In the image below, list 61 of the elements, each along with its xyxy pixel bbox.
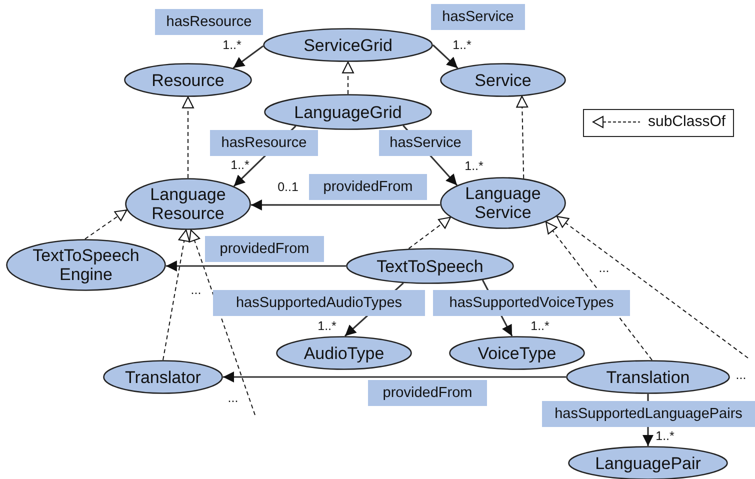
class-name: TextToSpeech Engine <box>32 246 140 284</box>
subclass-arrow <box>84 209 128 240</box>
class-name: Language Resource <box>149 185 227 223</box>
annotation-text: 1..* <box>656 429 674 443</box>
class-ellipse <box>440 177 566 229</box>
class-name: ServiceGrid <box>304 36 392 54</box>
class-name: Translation <box>606 368 690 386</box>
class-ellipse <box>566 360 730 394</box>
annotation-text: 1..* <box>230 158 250 172</box>
edge-label: hasService <box>431 4 525 30</box>
property-arrow <box>432 44 458 69</box>
annotation-text: ... <box>190 283 202 297</box>
annotation-text: 1..* <box>530 319 550 333</box>
class-ellipse <box>103 360 223 394</box>
subclass-arrow <box>162 229 190 360</box>
subclass-arrow <box>408 216 451 250</box>
annotation-text: 0..1 <box>278 180 298 194</box>
class-ellipse <box>6 239 166 291</box>
annotation-text: ... <box>228 391 238 405</box>
class-name: LanguagePair <box>595 454 701 472</box>
annotation-text: 1..* <box>452 38 472 52</box>
class-name: Service <box>474 70 532 90</box>
annotation-text: ... <box>736 368 746 382</box>
edge-label: hasSupportedLanguagePairs <box>542 401 755 427</box>
annotation-text: 1..* <box>464 159 484 173</box>
subclass-arrow <box>556 216 748 358</box>
property-arrow <box>223 372 566 382</box>
class-name: AudioType <box>304 344 384 362</box>
annotation-text: 1..* <box>222 38 242 52</box>
edge-label: hasResource <box>155 9 263 35</box>
legend-text: subClassOf <box>648 113 726 130</box>
class-ellipse <box>440 63 566 97</box>
class-ellipse <box>276 336 412 370</box>
edge-label: hasSupportedVoiceTypes <box>433 290 630 316</box>
class-ellipse <box>124 63 252 97</box>
class-ellipse <box>125 178 251 230</box>
subclass-arrow <box>182 96 194 178</box>
property-arrow <box>166 260 346 272</box>
class-name: LanguageGrid <box>294 102 402 122</box>
edge-label: providedFrom <box>205 236 324 262</box>
edge-label: hasSupportedAudioTypes <box>213 290 425 316</box>
annotation-text: ... <box>598 261 610 275</box>
edge-label: hasService <box>379 130 472 156</box>
class-name: Resource <box>152 70 224 90</box>
class-ellipse <box>346 248 514 284</box>
class-name: VoiceType <box>478 344 556 362</box>
class-name: TextToSpeech <box>376 256 484 276</box>
property-arrow <box>232 45 264 69</box>
annotation-text: 1..* <box>318 319 336 333</box>
subclass-arrow <box>188 229 256 416</box>
class-name: Language Service <box>464 184 542 222</box>
property-arrow <box>250 199 440 210</box>
edge-label: hasResource <box>210 130 318 156</box>
subclass-arrow <box>342 61 354 94</box>
class-ellipse <box>264 94 432 130</box>
edge-label: providedFrom <box>309 174 427 200</box>
class-ellipse <box>263 28 433 62</box>
class-name: Translator <box>125 368 201 386</box>
subclass-arrow <box>516 96 528 179</box>
edge-label: providedFrom <box>368 380 487 406</box>
class-ellipse <box>449 336 585 370</box>
